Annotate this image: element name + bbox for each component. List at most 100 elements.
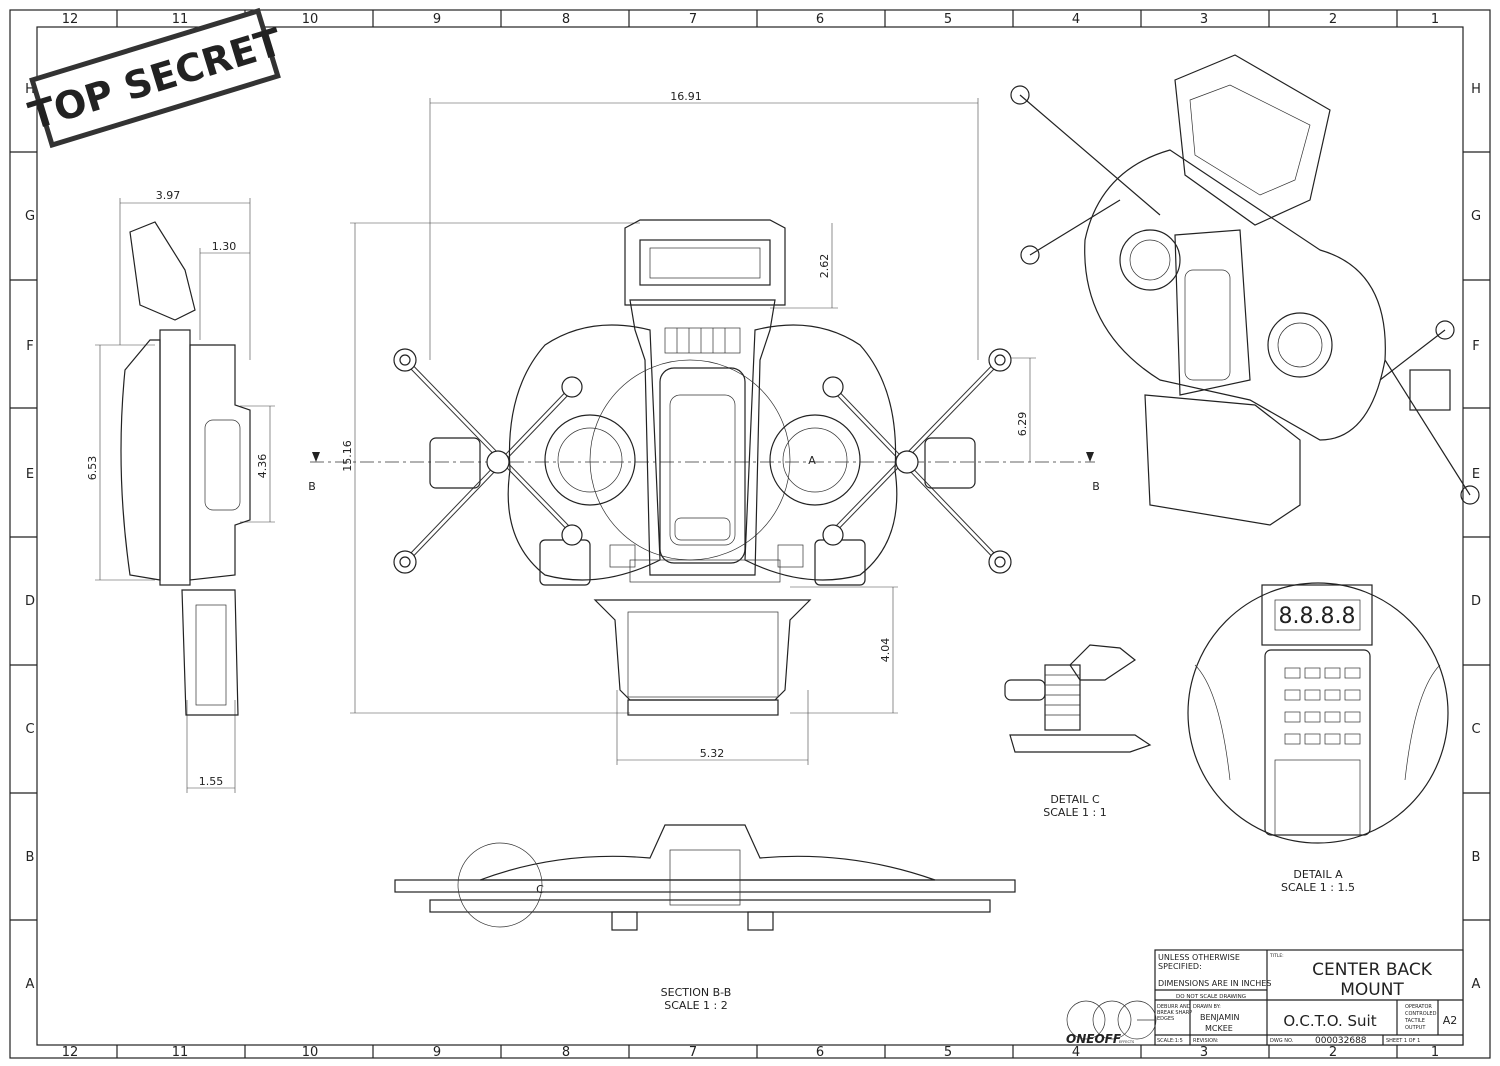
connector-socket bbox=[1324, 689, 1341, 701]
dim-side-inner: 4.36 bbox=[256, 454, 269, 479]
zone-row-label-left: E bbox=[26, 467, 34, 482]
dim-side-bottom: 1.55 bbox=[199, 775, 224, 788]
zone-row-label-left: C bbox=[25, 722, 34, 737]
tb-size: A2 bbox=[1443, 1014, 1458, 1027]
detail-c-marker: C bbox=[536, 883, 544, 896]
zone-row-label-right: E bbox=[1472, 467, 1480, 482]
tb-desc-4: OUTPUT bbox=[1405, 1025, 1426, 1031]
zone-column-label-bottom: 11 bbox=[172, 1045, 189, 1060]
dim-arm-span: 6.29 bbox=[1016, 412, 1029, 437]
seven-segment-readout: 8.8.8.8 bbox=[1279, 604, 1356, 629]
dim-side-offset: 1.30 bbox=[212, 240, 237, 253]
zone-column-label-bottom: 8 bbox=[562, 1045, 570, 1060]
zone-column-label-top: 8 bbox=[562, 12, 570, 27]
tb-drawn-by-2: MCKEE bbox=[1205, 1024, 1233, 1033]
dim-box-width: 5.32 bbox=[700, 747, 725, 760]
dim-box-height: 4.04 bbox=[879, 638, 892, 663]
detail-c-scale: SCALE 1 : 1 bbox=[1043, 806, 1106, 819]
zone-column-label-bottom: 4 bbox=[1072, 1045, 1080, 1060]
connector-socket bbox=[1324, 733, 1341, 745]
dim-front-width: 16.91 bbox=[670, 90, 702, 103]
tb-units: DIMENSIONS ARE IN INCHES bbox=[1158, 979, 1271, 988]
tb-sheet: SHEET 1 OF 1 bbox=[1386, 1038, 1420, 1044]
tb-desc-1: OPERATOR bbox=[1405, 1004, 1432, 1010]
zone-row-label-right: F bbox=[1472, 339, 1479, 354]
zone-column-label-top: 6 bbox=[816, 12, 824, 27]
logo-subtext: EFFECTS bbox=[1119, 1040, 1135, 1044]
side-view: 3.97 1.30 6.53 4.36 1.55 bbox=[86, 189, 275, 793]
connector-socket bbox=[1344, 711, 1361, 723]
connector-socket bbox=[1324, 711, 1341, 723]
section-title: SECTION B-B bbox=[661, 986, 732, 999]
isometric-view bbox=[1010, 54, 1480, 526]
front-view: 16.91 15.16 2.62 6.29 4.04 5.32 B B bbox=[308, 90, 1100, 765]
zone-row-label-right: G bbox=[1471, 209, 1481, 224]
top-secret-stamp: TOP SECRET bbox=[24, 7, 287, 149]
zone-column-label-bottom: 5 bbox=[944, 1045, 952, 1060]
section-scale: SCALE 1 : 2 bbox=[664, 999, 727, 1012]
tb-deburr-1: DEBURR AND bbox=[1157, 1004, 1191, 1010]
tb-unless-1: UNLESS OTHERWISE bbox=[1158, 953, 1240, 962]
tb-dwg-label: DWG NO. bbox=[1270, 1038, 1294, 1044]
tb-project: O.C.T.O. Suit bbox=[1283, 1012, 1376, 1030]
outer-border bbox=[9, 9, 1491, 1059]
connector-socket bbox=[1304, 733, 1321, 745]
connector-socket bbox=[1284, 689, 1301, 701]
zone-row-label-left: H bbox=[25, 82, 35, 97]
tb-do-not-scale: DO NOT SCALE DRAWING bbox=[1176, 994, 1246, 1000]
connector-socket bbox=[1344, 733, 1361, 745]
tb-title-line2: MOUNT bbox=[1340, 980, 1404, 1000]
detail-a-marker: A bbox=[808, 454, 816, 467]
zone-column-label-bottom: 9 bbox=[433, 1045, 441, 1060]
zone-column-label-top: 11 bbox=[172, 12, 189, 27]
dim-side-depth: 3.97 bbox=[156, 189, 181, 202]
connector-socket bbox=[1344, 689, 1361, 701]
zone-column-label-bottom: 10 bbox=[302, 1045, 319, 1060]
connector-socket bbox=[1304, 711, 1321, 723]
section-marker-left: B bbox=[308, 480, 316, 493]
zone-row-label-left: D bbox=[25, 594, 35, 609]
section-b-b-view: C SECTION B-B SCALE 1 : 2 bbox=[394, 824, 1016, 1012]
detail-c-view: DETAIL C SCALE 1 : 1 bbox=[1004, 644, 1152, 819]
connector-socket bbox=[1324, 667, 1341, 679]
dim-side-height: 6.53 bbox=[86, 456, 99, 481]
zone-column-label-top: 4 bbox=[1072, 12, 1080, 27]
tb-scale: SCALE:1:5 bbox=[1157, 1038, 1183, 1044]
zone-column-label-bottom: 12 bbox=[62, 1045, 79, 1060]
connector-socket bbox=[1344, 667, 1361, 679]
connector-socket bbox=[1284, 711, 1301, 723]
section-marker-right: B bbox=[1092, 480, 1100, 493]
tb-deburr-2: BREAK SHARP bbox=[1157, 1010, 1192, 1016]
zone-row-label-right: H bbox=[1471, 82, 1481, 97]
zone-row-label-left: G bbox=[25, 209, 35, 224]
tb-unless-2: SPECIFIED: bbox=[1158, 962, 1202, 971]
zone-column-label-top: 1 bbox=[1431, 12, 1439, 27]
logo-text: ONEOFF bbox=[1066, 1032, 1122, 1046]
detail-a-title: DETAIL A bbox=[1293, 868, 1343, 881]
zone-row-label-left: B bbox=[26, 850, 35, 865]
connector-socket bbox=[1284, 667, 1301, 679]
tb-desc-2: CONTROLED bbox=[1405, 1011, 1437, 1017]
zone-column-label-bottom: 2 bbox=[1329, 1045, 1337, 1060]
tb-title-line1: CENTER BACK bbox=[1312, 960, 1433, 980]
connector-socket bbox=[1304, 689, 1321, 701]
zone-column-label-top: 3 bbox=[1200, 12, 1208, 27]
zone-column-label-bottom: 7 bbox=[689, 1045, 697, 1060]
oneoff-logo: ONEOFF EFFECTS bbox=[1066, 1000, 1157, 1046]
zone-column-label-top: 7 bbox=[689, 12, 697, 27]
tb-drawn-by-label: DRAWN BY: bbox=[1193, 1004, 1221, 1010]
zone-column-label-top: 12 bbox=[62, 12, 79, 27]
zone-row-label-left: A bbox=[26, 977, 35, 992]
detail-a-view: 8.8.8.8 DETAIL A SCALE 1 : 1.5 bbox=[1187, 582, 1449, 894]
zone-column-label-top: 10 bbox=[302, 12, 319, 27]
zone-column-label-top: 9 bbox=[433, 12, 441, 27]
detail-a-scale: SCALE 1 : 1.5 bbox=[1281, 881, 1355, 894]
zone-row-label-right: D bbox=[1471, 594, 1481, 609]
zone-row-label-right: A bbox=[1472, 977, 1481, 992]
zone-column-label-bottom: 3 bbox=[1200, 1045, 1208, 1060]
tb-desc-3: TACTILE bbox=[1404, 1018, 1425, 1024]
zone-column-label-top: 5 bbox=[944, 12, 952, 27]
tb-drawn-by-1: BENJAMIN bbox=[1200, 1013, 1239, 1022]
